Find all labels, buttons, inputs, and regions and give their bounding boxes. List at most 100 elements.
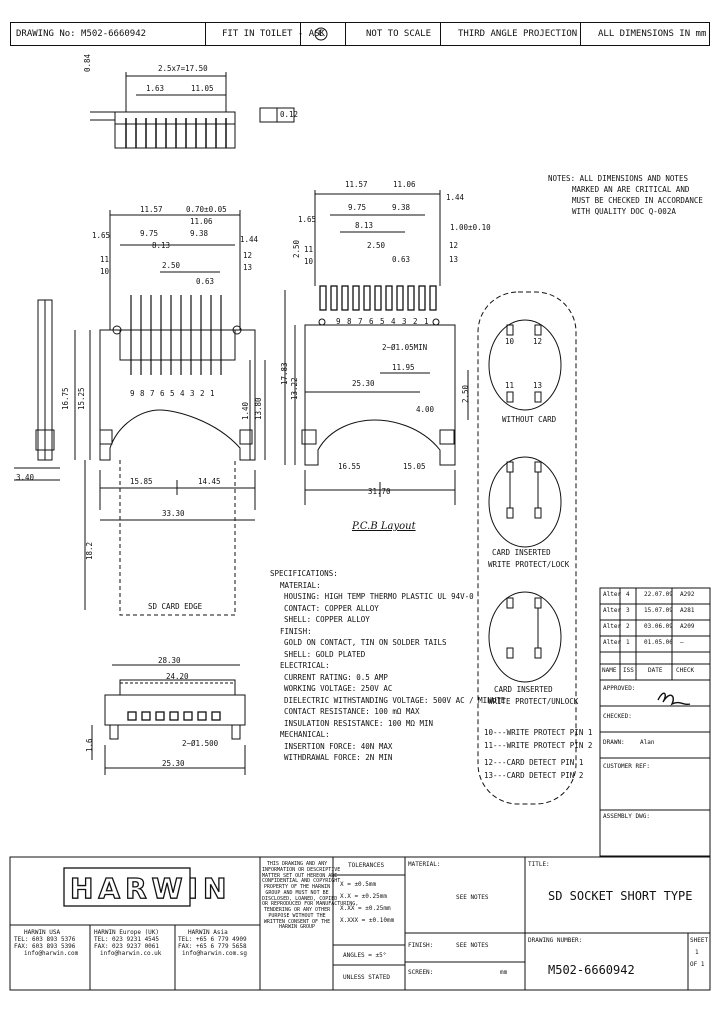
office-fax: FAX: 023 9237 0061	[94, 942, 160, 950]
office-tel: TEL: 023 9231 4545	[94, 935, 160, 943]
spec-line: DIELECTRIC WITHSTANDING VOLTAGE: 500V AC…	[284, 695, 506, 705]
copyright-notice: THIS DRAWING AND ANY INFORMATION OR DESC…	[262, 861, 359, 931]
office-email: info@harwin.co.uk	[100, 949, 162, 957]
spec-line: WORKING VOLTAGE: 250V AC	[284, 684, 393, 693]
front-dim-24-20: 24.20	[166, 672, 189, 681]
office-tel: TEL: 603 893 5376	[14, 935, 76, 943]
spec-line: MECHANICAL:	[280, 730, 330, 739]
main-pin-8: 8	[140, 389, 145, 398]
spec-line: INSERTION FORCE: 40N MAX	[284, 741, 393, 751]
state-inserted-unlock-2: WRITE PROTECT/UNLOCK	[488, 697, 579, 706]
rev-head-check: CHECK	[676, 667, 695, 674]
office-asia: HARWIN Asia TEL: +65 6 779 4909 FAX: +65…	[178, 929, 247, 958]
dim-3-40: 3.40	[16, 473, 35, 482]
material-value: SEE NOTES	[456, 894, 489, 901]
pin-label-12: 12	[243, 251, 253, 260]
spec-line: ELECTRICAL:	[280, 661, 330, 670]
tolerance-line: X.X = ±0.25mm	[340, 892, 387, 900]
main-pin-2: 2	[200, 389, 205, 398]
pcb-dim-9-75: 9.75	[348, 203, 367, 212]
pcb-dim-31-70: 31.70	[368, 487, 391, 496]
pcb-dim-2-50-v: 2.50	[292, 239, 301, 258]
rev-iss-4: 4	[626, 591, 630, 598]
pcb-pin-9: 9	[336, 317, 341, 326]
spec-line: FINISH:	[280, 626, 312, 636]
dim-0-12: 0.12	[280, 110, 299, 119]
copyright-line: OR REPRODUCED FOR MANUFACTURING,	[262, 901, 359, 908]
front-dim-25-30: 25.30	[162, 759, 185, 768]
copyright-line: DISCLOSED, LOANED, COPIED	[262, 895, 338, 902]
state-pin-10: 10	[505, 337, 515, 346]
material-label: MATERIAL:	[408, 861, 441, 868]
pcb-dim-11-95: 11.95	[392, 363, 415, 372]
pcb-pin-1: 1	[424, 317, 429, 326]
header-div-1	[205, 22, 206, 46]
projection-note: THIRD ANGLE PROJECTION	[458, 29, 578, 39]
rev-chk-2: A209	[680, 623, 695, 630]
copyright-line: WRITTEN CONSENT OF THE	[263, 918, 331, 925]
rev-chk-4: A292	[680, 591, 695, 598]
state-inserted-lock-1: CARD INSERTED	[492, 548, 551, 557]
dim-1-40: 1.40	[241, 401, 250, 420]
copyright-symbol: C	[318, 29, 324, 39]
pcb-pin-8: 8	[347, 317, 352, 326]
rev-date-3: 15.07.09	[644, 607, 673, 614]
specifications: SPECIFICATIONS: MATERIAL: HOUSING: HIGH …	[270, 570, 505, 766]
drawn-label: DRAWN:	[603, 739, 625, 746]
copyright-line: MATTER SET OUT HEREON ARE	[262, 872, 338, 879]
dim-8-13: 8.13	[152, 241, 171, 250]
rev-name-1: Alter	[603, 639, 622, 646]
pcb-dim-9-38: 9.38	[392, 203, 411, 212]
office-usa: HARWIN USA TEL: 603 893 5376 FAX: 603 89…	[14, 929, 78, 958]
spec-line: SPECIFICATIONS:	[270, 569, 338, 578]
finish-value: SEE NOTES	[456, 942, 489, 949]
pcb-pin-2: 2	[413, 317, 418, 326]
side-view	[14, 299, 60, 481]
pin-label-13: 13	[243, 263, 253, 272]
pcb-dim-0-63: 0.63	[392, 255, 411, 264]
drawing-title: SD SOCKET SHORT TYPE	[548, 889, 693, 903]
dim-11-06: 11.06	[190, 217, 213, 226]
front-dim-holes: 2~Ø1.500	[182, 739, 219, 748]
fit-note: FIT IN TOILET - ASK	[222, 29, 325, 39]
title-label: TITLE:	[528, 861, 550, 868]
main-pin-5: 5	[170, 389, 175, 398]
pcb-dim-1-00: 1.00±0.10	[450, 223, 491, 232]
pcb-dim-17-83: 17.83	[280, 362, 289, 385]
main-pin-9: 9	[130, 389, 135, 398]
state-pin-12: 12	[533, 337, 543, 346]
pcb-pin-6: 6	[369, 317, 374, 326]
state-pin-13: 13	[533, 381, 543, 390]
top-view	[90, 72, 295, 149]
title-block-grid	[9, 856, 711, 991]
legend-line-4: 13---CARD DETECT PIN 2	[484, 771, 584, 780]
spec-line: HOUSING: HIGH TEMP THERMO PLASTIC UL 94V…	[284, 592, 474, 601]
office-fax: FAX: +65 6 779 5658	[178, 942, 247, 950]
spec-line: GOLD ON CONTACT, TIN ON SOLDER TAILS	[284, 638, 447, 647]
rev-chk-1: —	[680, 639, 684, 646]
copyright-line: TENDERING OR ANY OTHER	[263, 907, 331, 913]
note-line-1: NOTES: ALL DIMENSIONS AND NOTES	[548, 174, 688, 183]
dim-0-70: 0.70±0.05	[186, 205, 227, 214]
rev-iss-2: 2	[626, 623, 630, 630]
state-inserted-lock-2: WRITE PROTECT/LOCK	[488, 560, 570, 569]
pcb-dim-11-57: 11.57	[345, 180, 368, 189]
rev-name-3: Alter	[603, 607, 622, 614]
dim-11-57: 11.57	[140, 205, 163, 214]
office-name: HARWIN USA	[24, 929, 61, 936]
copyright-line: INFORMATION OR DESCRIPTIVE	[262, 866, 341, 873]
harwin-logo: HARWIN	[69, 871, 232, 905]
switch-states	[477, 291, 577, 805]
dim-33-30: 33.30	[162, 509, 185, 518]
copyright-line: THIS DRAWING AND ANY	[266, 861, 328, 867]
spec-line: MATERIAL:	[280, 580, 321, 590]
copyright-line: HARWIN GROUP	[278, 924, 316, 931]
spec-line: CONTACT: COPPER ALLOY	[284, 603, 379, 613]
main-pin-4: 4	[180, 389, 185, 398]
tolerance-line: X = ±0.5mm	[340, 881, 377, 888]
main-pin-3: 3	[190, 389, 195, 398]
dim-1-63: 1.63	[146, 84, 165, 93]
spec-line: INSULATION RESISTANCE: 100 MΩ MIN	[284, 718, 434, 728]
main-pin-1: 1	[210, 389, 215, 398]
spec-line: WITHDRAWAL FORCE: 2N MIN	[284, 753, 393, 762]
